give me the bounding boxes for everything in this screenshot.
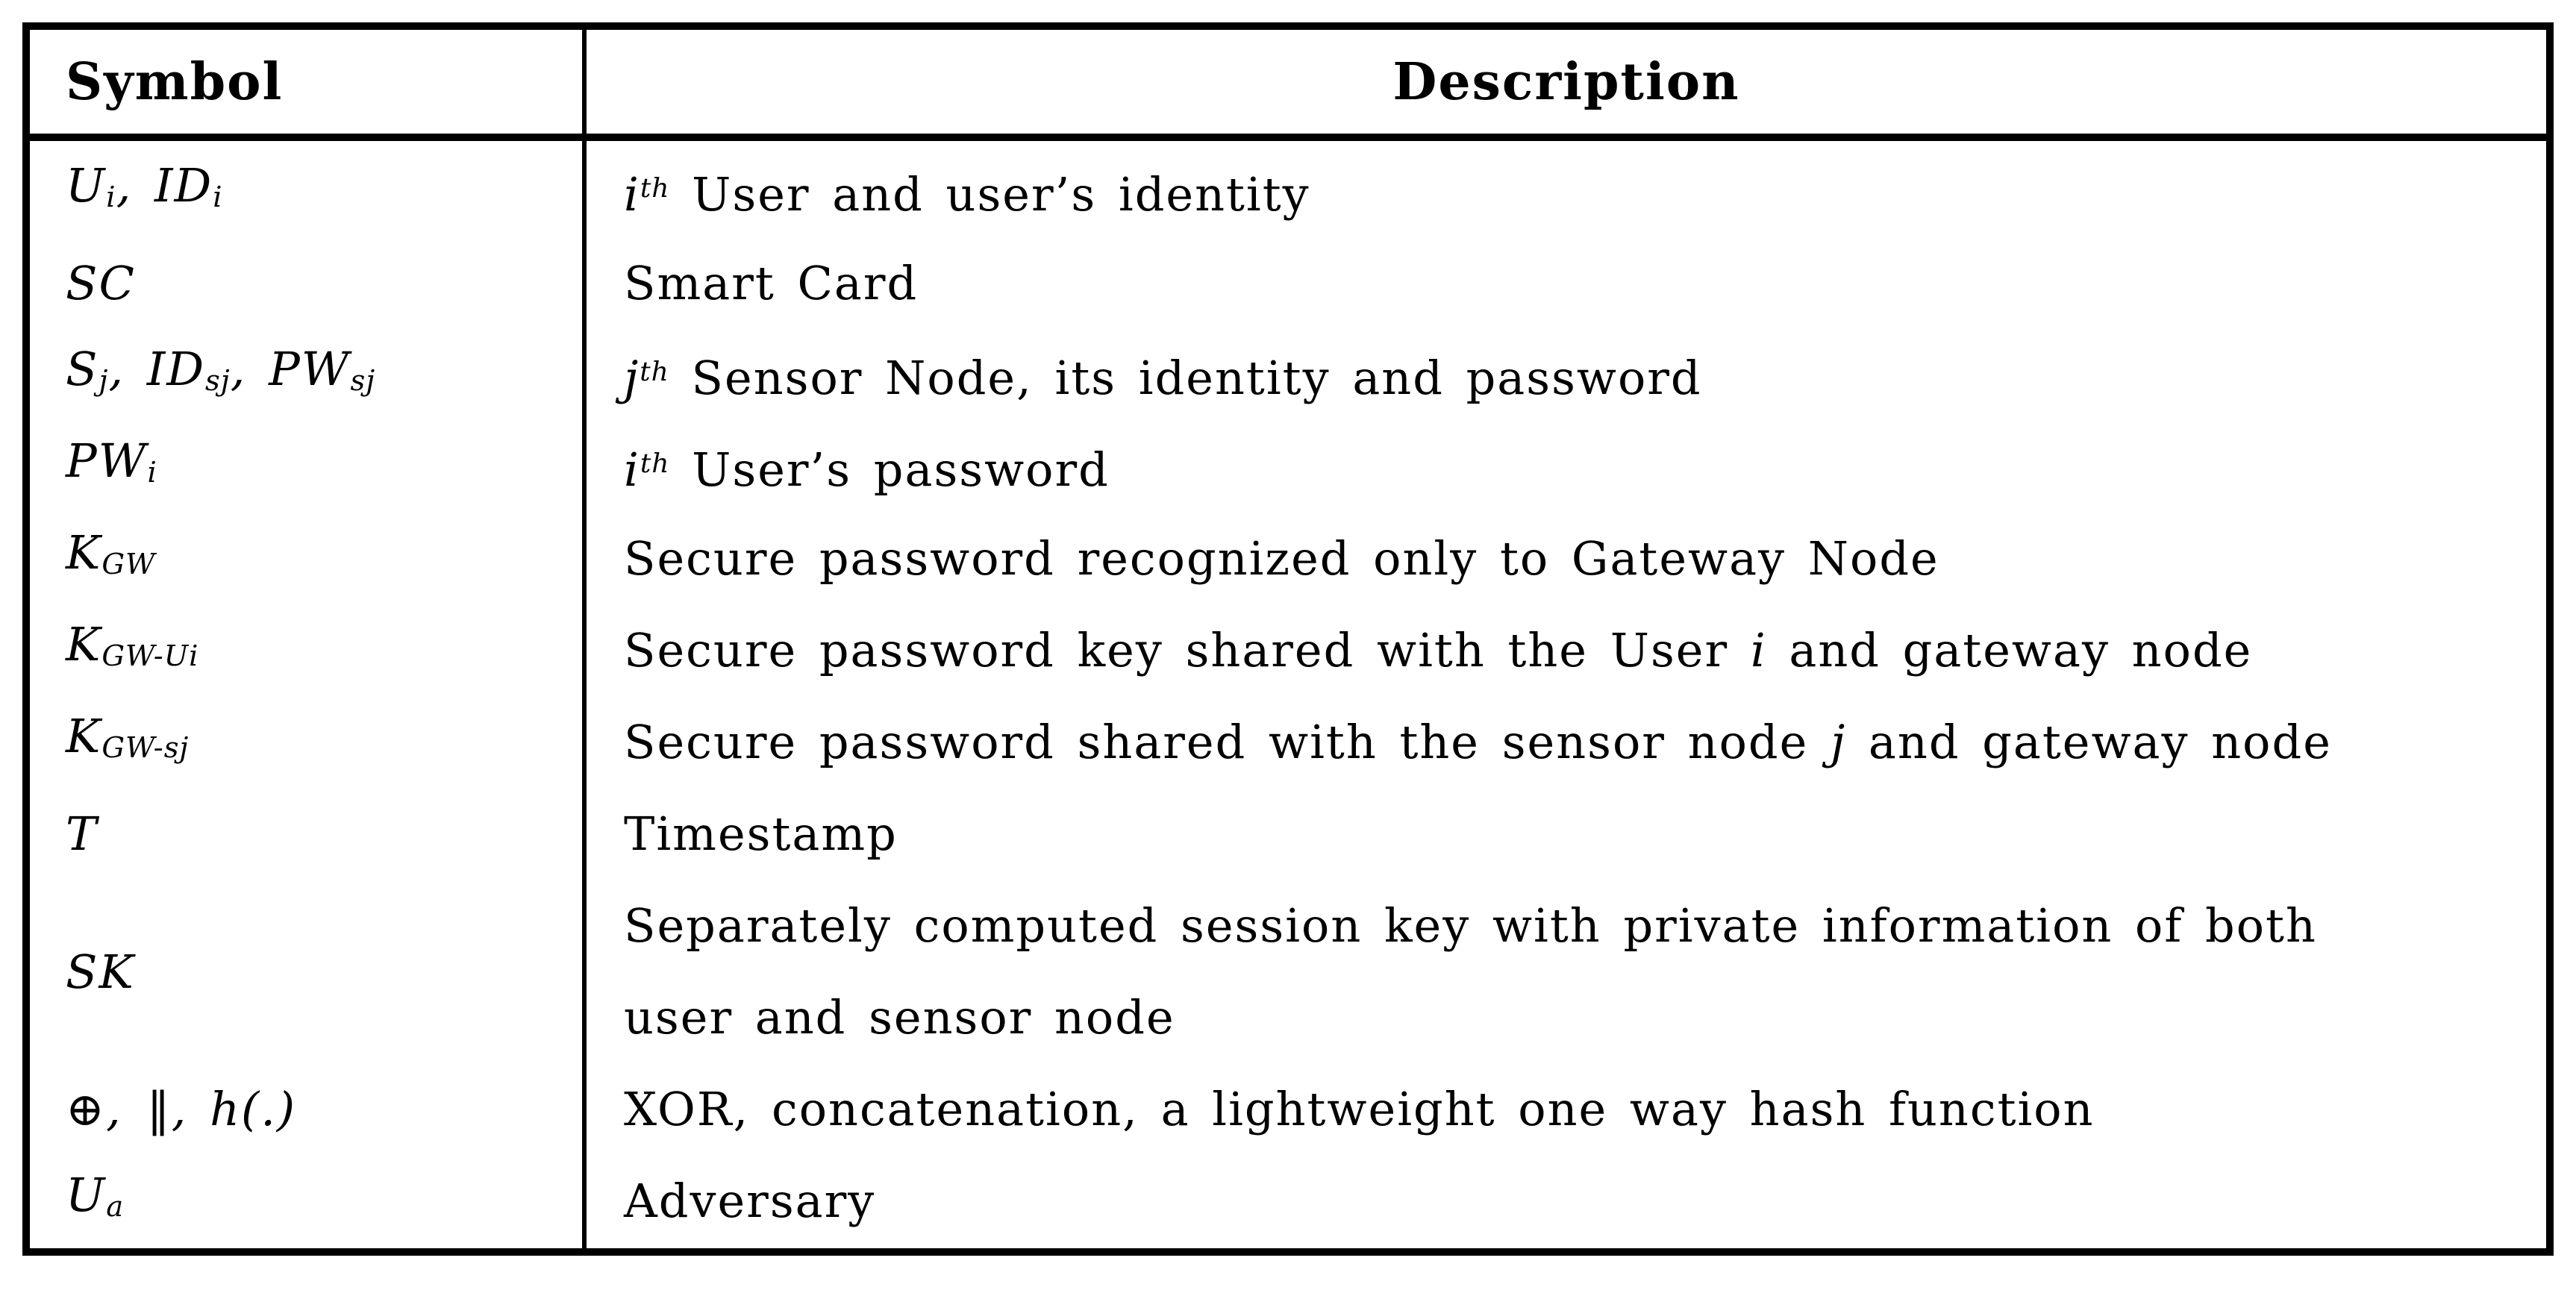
description-cell: jth Sensor Node, its identity and passwo… [624, 350, 1702, 405]
symbol-cell: Sj, IDsj, PWsj [66, 342, 376, 398]
notation-table: Symbol Description Ui, IDi ith User and u… [22, 22, 2554, 1256]
description-cell: Secure password shared with the sensor n… [624, 715, 2332, 769]
table-row: KGW Secure password recognized only to Ga… [30, 513, 2546, 604]
table-row: Ua Adversary [30, 1155, 2546, 1247]
table-header-row: Symbol Description [30, 30, 2546, 141]
table-row: Ui, IDi ith User and user’s identity [30, 145, 2546, 237]
table-row: ⊕, ‖, h(.) XOR, concatenation, a lightwei… [30, 1063, 2546, 1155]
table-row: PWi ith User’s password [30, 421, 2546, 513]
symbol-cell: KGW-Ui [66, 617, 199, 673]
table-row: SC Smart Card [30, 237, 2546, 329]
description-cell: ith User and user’s identity [624, 166, 1310, 222]
column-divider [582, 30, 587, 1248]
symbol-cell: ⊕, ‖, h(.) [66, 1082, 297, 1136]
table-row: SK Separately computed session key with p… [30, 880, 2546, 1063]
description-cell: Adversary [624, 1174, 876, 1228]
symbol-cell: SK [66, 944, 135, 999]
symbol-cell: Ua [66, 1168, 125, 1224]
description-cell: Smart Card [624, 256, 919, 310]
table-row: Sj, IDsj, PWsj jth Sensor Node, its ident… [30, 329, 2546, 421]
symbol-cell: Ui, IDi [66, 158, 223, 214]
symbol-cell: KGW [66, 525, 156, 581]
symbol-cell: KGW-sj [66, 709, 190, 765]
symbol-cell: PWi [66, 433, 157, 489]
description-cell: Secure password recognized only to Gatew… [624, 531, 1939, 586]
table-row: T Timestamp [30, 788, 2546, 880]
table-row: KGW-sj Secure password shared with the se… [30, 696, 2546, 788]
symbol-cell: SC [66, 256, 136, 310]
table-row: KGW-Ui Secure password key shared with th… [30, 604, 2546, 696]
symbol-column-header: Symbol [66, 51, 284, 112]
description-cell: Separately computed session key with pri… [624, 898, 2317, 1045]
description-cell: ith User’s password [624, 442, 1110, 497]
description-cell: Secure password key shared with the User… [624, 623, 2253, 677]
symbol-cell: T [66, 807, 99, 861]
description-cell: Timestamp [624, 807, 898, 861]
description-column-header: Description [1392, 51, 1740, 112]
description-cell: XOR, concatenation, a lightweight one wa… [624, 1082, 2095, 1136]
